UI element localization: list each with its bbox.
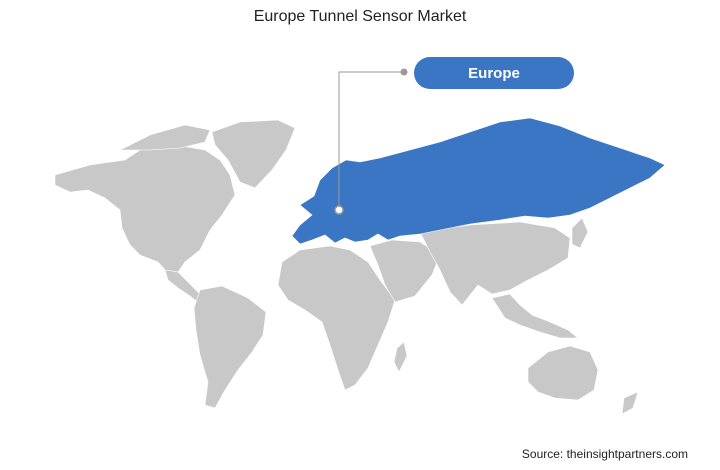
region-canadian-arctic bbox=[119, 124, 211, 151]
region-europe bbox=[291, 117, 666, 245]
region-new-zealand bbox=[621, 391, 639, 415]
region-japan bbox=[571, 217, 589, 249]
region-madagascar bbox=[393, 341, 408, 373]
source-text: Source: theinsightpartners.com bbox=[521, 447, 688, 461]
region-greenland bbox=[211, 119, 296, 189]
region-africa bbox=[277, 245, 396, 391]
callout-end-marker bbox=[400, 68, 408, 76]
region-australia bbox=[527, 345, 599, 401]
callout-connector-line bbox=[338, 71, 404, 210]
region-south-america bbox=[193, 285, 267, 409]
map-title: Europe Tunnel Sensor Market bbox=[253, 8, 467, 25]
region-north-america bbox=[54, 144, 236, 273]
base-landmasses bbox=[54, 119, 639, 415]
region-location-marker bbox=[334, 205, 344, 215]
region-southeast-asia bbox=[491, 293, 579, 339]
region-south-asia bbox=[419, 221, 571, 306]
region-middle-east bbox=[369, 239, 441, 303]
region-callout-label: Europe bbox=[414, 57, 574, 89]
